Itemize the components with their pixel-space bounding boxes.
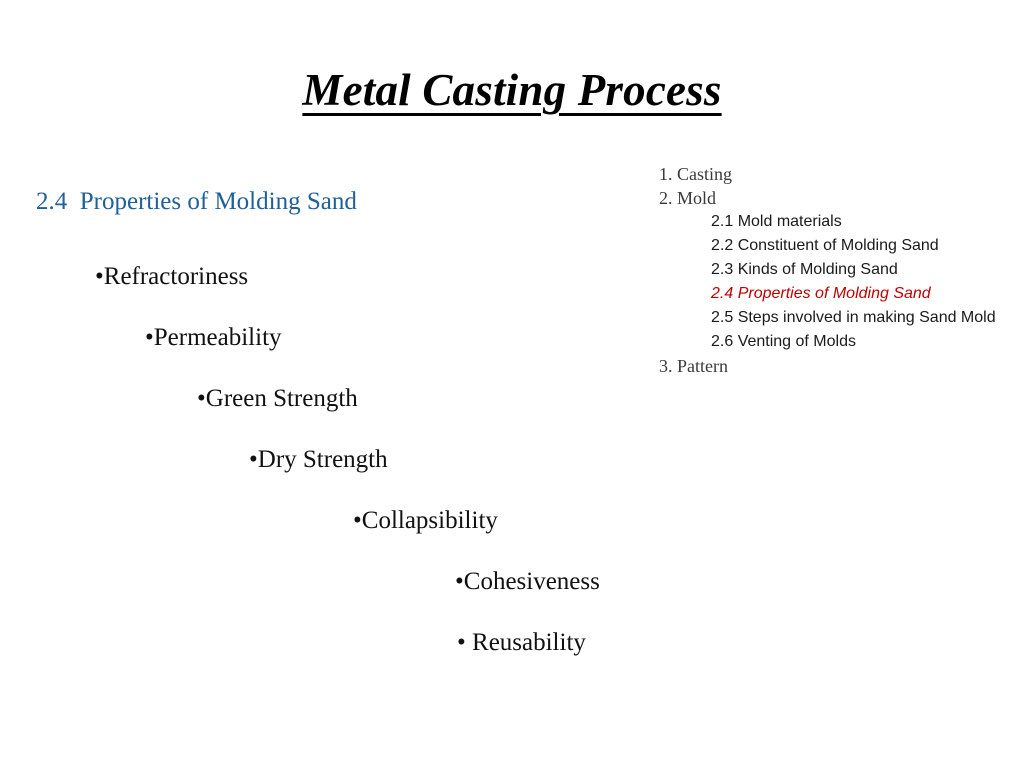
bullet-icon: • — [353, 507, 362, 534]
outline-item[interactable]: 3. Pattern — [659, 356, 728, 376]
bullet-icon: • — [455, 568, 464, 595]
outline-item[interactable]: 2.1 Mold materials — [711, 213, 842, 230]
bullet-icon: • — [145, 324, 154, 351]
property-item: • Reusability — [457, 628, 586, 658]
property-item-label: Reusability — [472, 629, 586, 656]
property-item: •Refractoriness — [95, 262, 248, 292]
property-item: •Permeability — [145, 323, 282, 353]
bullet-icon: • — [197, 385, 206, 412]
outline-panel: 1. Casting 2. Mold 2.1 Mold materials 2.2 C… — [658, 162, 1024, 378]
property-item-label: Collapsibility — [361, 507, 498, 534]
properties-bullet-list: •Refractoriness•Permeability•Green Stren… — [0, 262, 660, 672]
property-item: •Green Strength — [197, 384, 358, 414]
outline-item[interactable]: 1. Casting — [659, 164, 733, 184]
outline-item[interactable]: 2.6 Venting of Molds — [711, 333, 856, 350]
section-heading: 2.4 Properties of Molding Sand — [36, 188, 357, 215]
property-item: •Dry Strength — [249, 445, 388, 475]
outline-item-current[interactable]: 2.4 Properties of Molding Sand — [711, 285, 931, 302]
outline-item[interactable]: 2.2 Constituent of Molding Sand — [711, 237, 939, 254]
property-item: •Cohesiveness — [455, 567, 600, 597]
outline-item[interactable]: 2. Mold — [659, 188, 717, 208]
property-item: •Collapsibility — [353, 506, 498, 536]
bullet-icon: • — [457, 629, 473, 656]
property-item-label: Permeability — [153, 324, 282, 351]
bullet-icon: • — [95, 263, 104, 290]
bullet-icon: • — [249, 446, 258, 473]
property-item-label: Green Strength — [205, 385, 358, 412]
page-title-text: Metal Casting Process — [302, 65, 722, 115]
page-title: Metal Casting Process — [0, 64, 1024, 116]
property-item-label: Cohesiveness — [463, 568, 600, 595]
outline-item[interactable]: 2.5 Steps involved in making Sand Mold — [711, 309, 996, 326]
property-item-label: Dry Strength — [257, 446, 388, 473]
property-item-label: Refractoriness — [103, 263, 249, 290]
outline-item[interactable]: 2.3 Kinds of Molding Sand — [711, 261, 898, 278]
